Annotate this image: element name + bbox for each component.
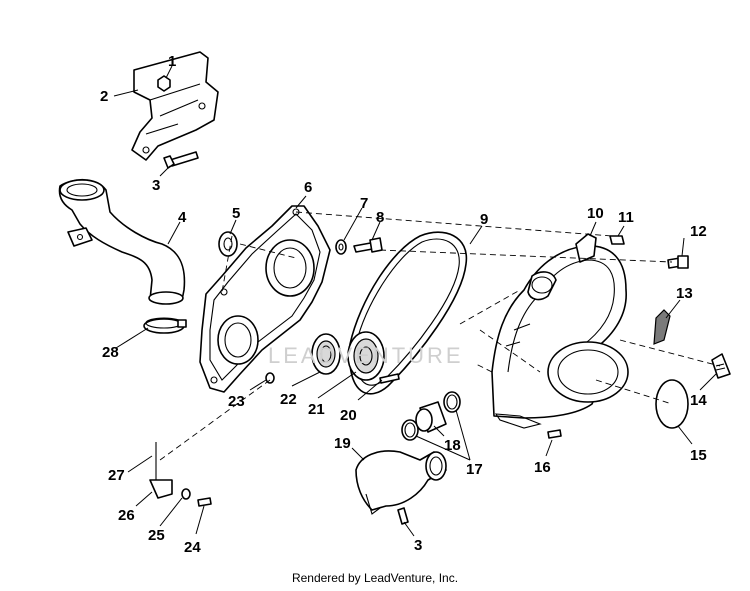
callout-27: 27 xyxy=(108,467,125,484)
sleeve-part xyxy=(415,401,447,433)
callout-19: 19 xyxy=(334,435,351,452)
cover-screw-part xyxy=(547,429,562,439)
callout-labels: 1 2 3 4 5 6 7 8 9 10 11 12 13 14 15 16 1… xyxy=(100,53,707,556)
footer-credit: Rendered by LeadVenture, Inc. xyxy=(291,571,459,585)
callout-1: 1 xyxy=(168,53,176,70)
callout-3: 3 xyxy=(152,177,160,194)
callout-17: 17 xyxy=(466,461,483,478)
callout-21: 21 xyxy=(308,401,325,418)
assembly-lines xyxy=(159,211,721,461)
callout-5: 5 xyxy=(232,205,240,222)
callout-9: 9 xyxy=(480,211,488,228)
nut-part xyxy=(157,75,171,92)
hose-clamp-part xyxy=(143,317,187,334)
seal-part xyxy=(218,231,238,257)
callout-28: 28 xyxy=(102,344,119,361)
label-part xyxy=(711,353,731,379)
callout-23: 23 xyxy=(228,393,245,410)
small-nut-part xyxy=(265,372,275,384)
bracket-part xyxy=(131,51,219,161)
callout-25: 25 xyxy=(148,527,165,544)
callout-2: 2 xyxy=(100,88,108,105)
outer-cover-part xyxy=(491,233,629,429)
callout-8: 8 xyxy=(376,209,384,226)
bolt-part xyxy=(163,151,199,169)
washer-lower-part xyxy=(181,488,191,500)
gasket-part xyxy=(655,379,689,429)
callout-15: 15 xyxy=(690,447,707,464)
duct-elbow-part xyxy=(355,450,447,515)
washer-part xyxy=(335,239,347,255)
callout-7: 7 xyxy=(360,195,368,212)
leader-lines xyxy=(113,65,717,537)
intake-duct-part xyxy=(58,178,186,305)
callout-13: 13 xyxy=(676,285,693,302)
callout-24: 24 xyxy=(184,539,201,556)
decal-part xyxy=(609,235,625,245)
oil-seal-part xyxy=(311,333,341,375)
callout-26: 26 xyxy=(118,507,135,524)
screw-lower-part xyxy=(197,497,212,507)
screw-part xyxy=(353,237,383,253)
clamp-part xyxy=(401,391,461,441)
callout-3-lower: 3 xyxy=(414,537,422,554)
callout-20: 20 xyxy=(340,407,357,424)
mount-bracket-part xyxy=(149,442,173,499)
warning-label-part xyxy=(653,309,671,345)
callout-10: 10 xyxy=(587,205,604,222)
bolt-lower-part xyxy=(397,507,409,525)
callout-18: 18 xyxy=(444,437,461,454)
callout-12: 12 xyxy=(690,223,707,240)
callout-22: 22 xyxy=(280,391,297,408)
callout-6: 6 xyxy=(304,179,312,196)
cover-bolt-part xyxy=(667,255,689,269)
watermark-logo: LEADVENTURE xyxy=(268,343,464,368)
callout-11: 11 xyxy=(618,209,634,226)
bearing-part xyxy=(347,331,385,381)
callout-4: 4 xyxy=(178,209,187,226)
inner-cover-part xyxy=(199,205,331,393)
callout-14: 14 xyxy=(690,392,707,409)
callout-16: 16 xyxy=(534,459,551,476)
